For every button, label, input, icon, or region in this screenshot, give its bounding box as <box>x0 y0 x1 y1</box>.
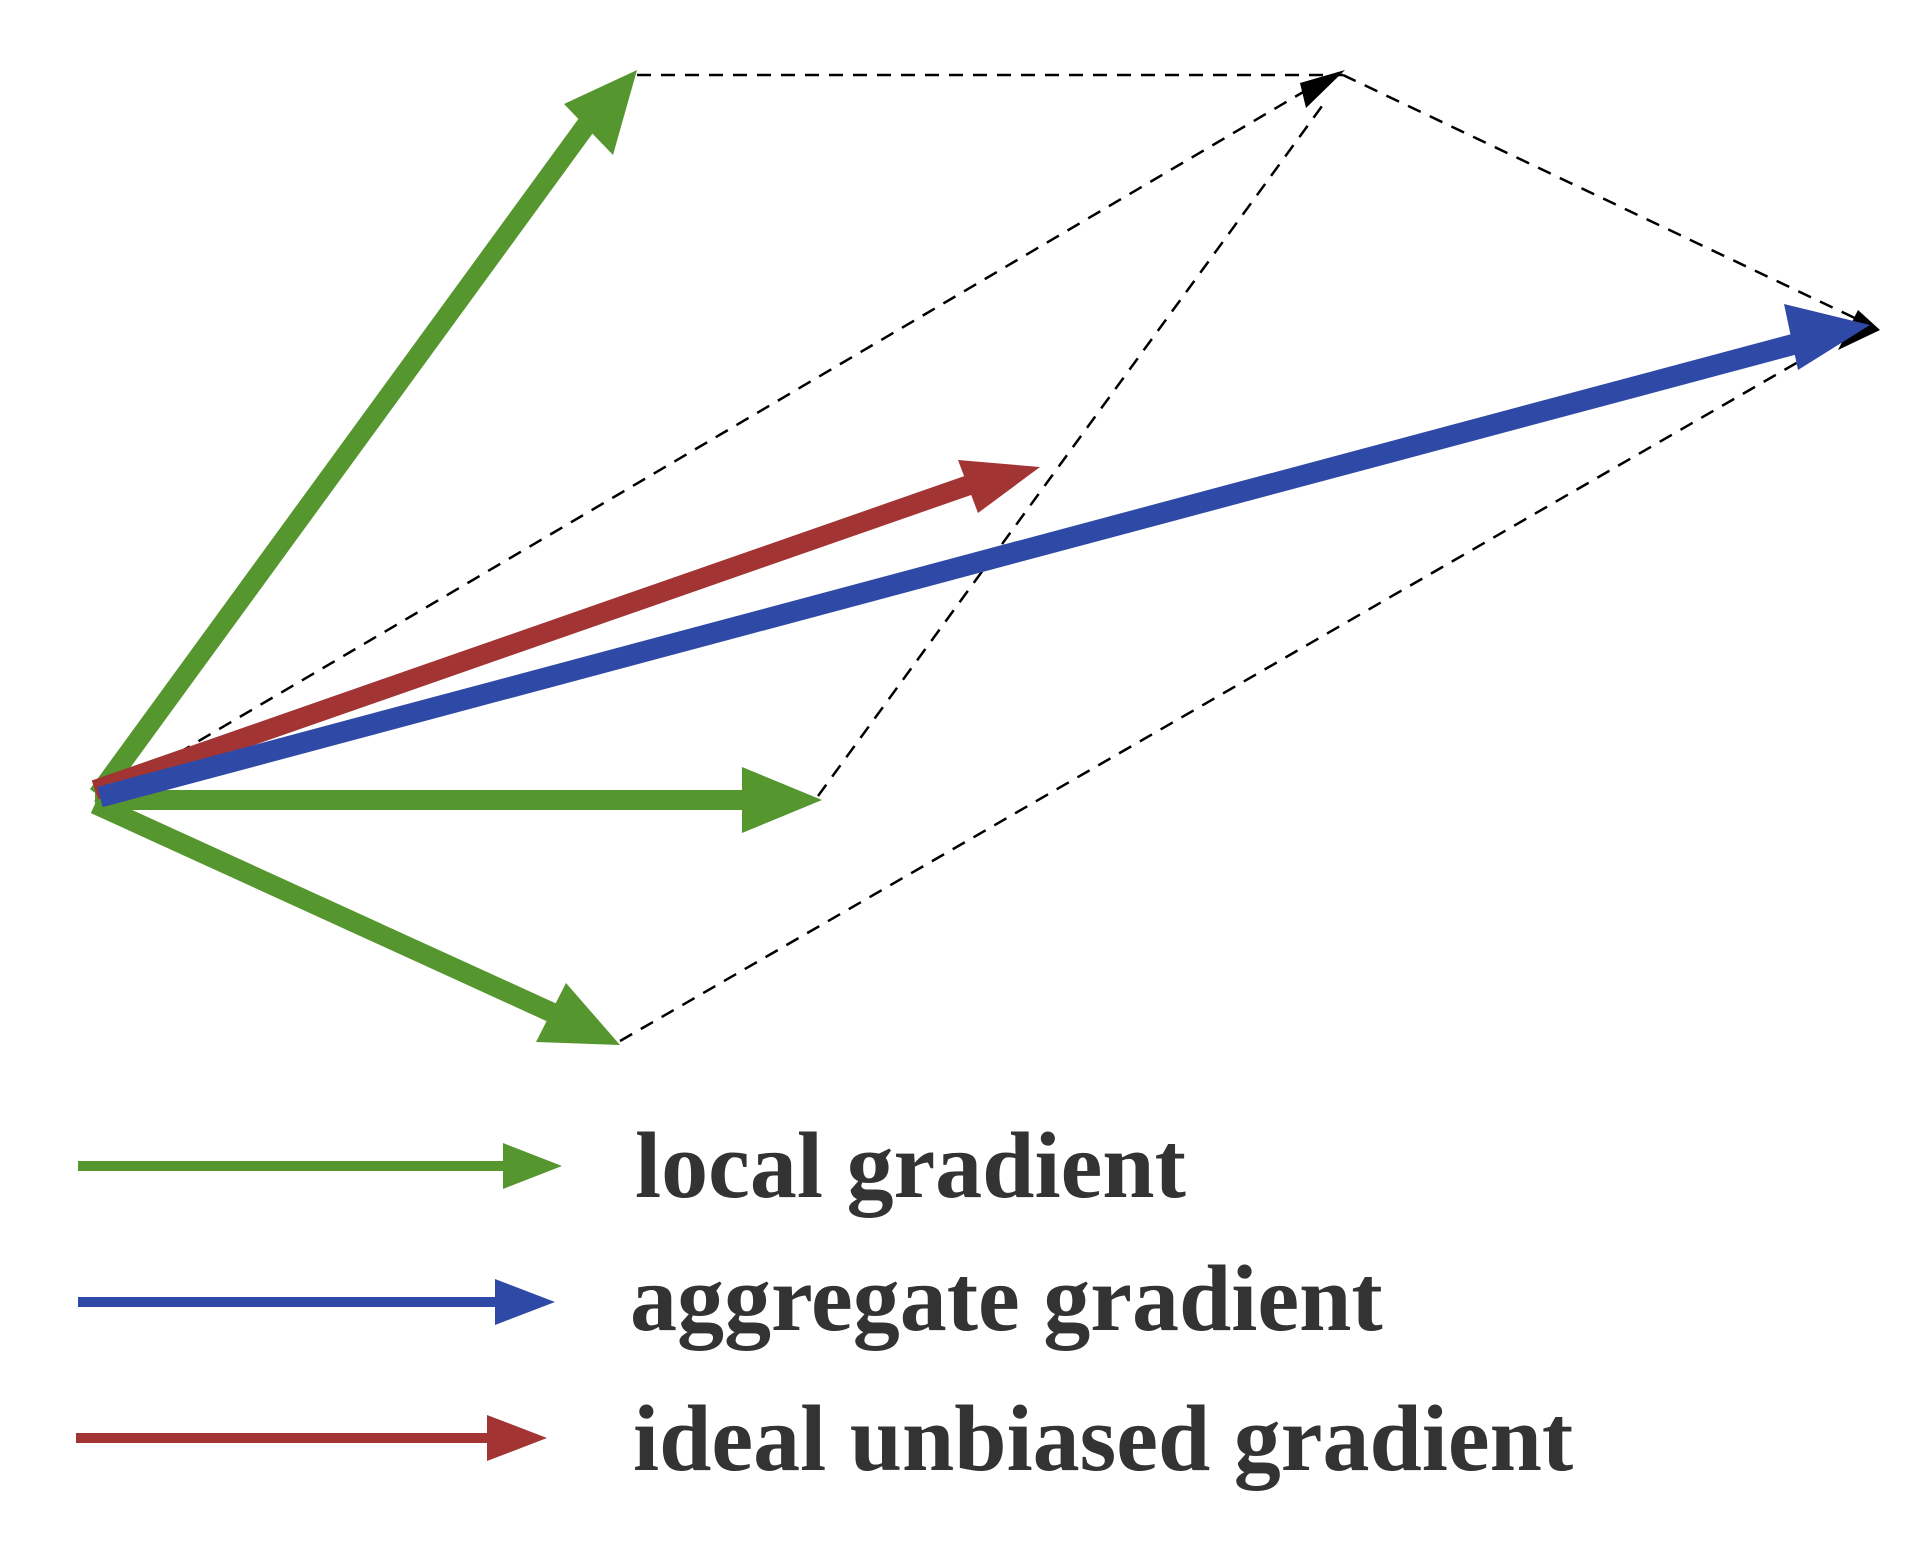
dashed-line-bottom-to-right <box>619 333 1846 1043</box>
dashed-line-mid-to-top <box>816 101 1327 797</box>
dashed-line-origin-to-top <box>94 86 1311 804</box>
dashed-line-top-right <box>1342 73 1881 332</box>
local-gradient-arrow-right-head <box>742 767 822 833</box>
local-gradient-arrow-down-head <box>536 983 620 1045</box>
legend-item-ideal: ideal unbiased gradient <box>76 1387 1573 1491</box>
aggregate-gradient-arrow-shaft <box>97 333 1798 808</box>
legend-aggregate-arrowhead <box>495 1279 555 1325</box>
legend-item-aggregate: aggregate gradient <box>78 1247 1383 1351</box>
sum-arrowhead-top <box>1300 70 1345 108</box>
legend-aggregate-label: aggregate gradient <box>630 1247 1383 1351</box>
ideal-gradient-arrow-head <box>958 460 1040 513</box>
legend-ideal-label: ideal unbiased gradient <box>633 1387 1573 1491</box>
ideal-gradient <box>91 460 1040 800</box>
aggregate-gradient-arrow-head <box>1784 304 1870 370</box>
legend-item-local: local gradient <box>78 1114 1186 1218</box>
local-gradient-arrow-down-shaft <box>90 794 560 1024</box>
local-gradient-arrow-up-head <box>564 70 637 155</box>
ideal-gradient-arrow-shaft <box>91 473 979 800</box>
local-gradient-arrow-up-shaft <box>89 114 599 801</box>
legend-local-label: local gradient <box>635 1114 1186 1218</box>
legend-local-arrowhead <box>503 1143 562 1189</box>
legend: local gradient aggregate gradient ideal … <box>76 1114 1573 1491</box>
aggregate-gradient <box>97 304 1870 808</box>
local-gradients <box>89 70 822 1045</box>
legend-ideal-arrowhead <box>487 1415 547 1461</box>
